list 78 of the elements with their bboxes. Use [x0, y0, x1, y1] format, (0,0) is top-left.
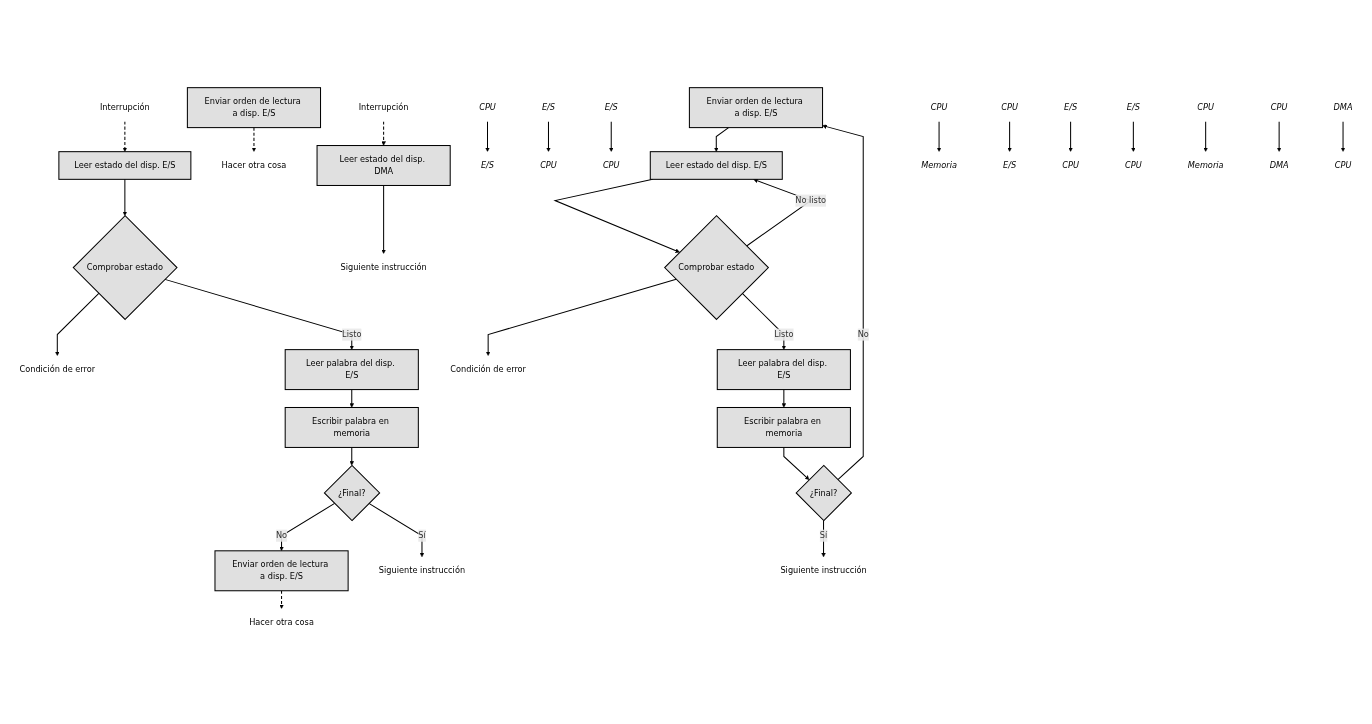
node-text: CPU	[540, 160, 557, 171]
node-box: Leer estado del disp. E/S	[649, 151, 783, 180]
arrow	[368, 502, 425, 558]
node-text: Hacer otra cosa	[249, 617, 314, 628]
node-diamond: ¿Final?	[795, 464, 853, 522]
node-text: Interrupción	[358, 102, 409, 113]
node-box: Leer estado del disp. E/S	[58, 151, 192, 180]
node-text: Memoria	[921, 160, 957, 171]
node-text: Interrupción	[99, 102, 150, 113]
node-text: CPU	[1062, 160, 1079, 171]
arrow	[781, 389, 787, 408]
arrow	[714, 127, 730, 152]
node-box: Enviar orden de lectura a disp. E/S	[186, 87, 322, 129]
node-text: CPU	[1197, 102, 1214, 113]
node-text: CPU	[1270, 102, 1288, 113]
node-text: DMA	[1333, 102, 1353, 113]
node-text: CPU	[930, 102, 948, 113]
node-text: E/S	[1003, 160, 1017, 171]
node-text: CPU	[1001, 102, 1018, 113]
edge-label: No	[857, 329, 869, 340]
edge-label: Listo	[342, 329, 362, 340]
arrow	[822, 124, 864, 481]
arrow	[1203, 120, 1208, 152]
arrow	[741, 292, 787, 350]
arrow	[381, 120, 386, 146]
arrow	[55, 292, 100, 356]
arrow	[1276, 120, 1282, 152]
edge-label: Listo	[774, 329, 794, 340]
node-box: Escribir palabra en memoria	[716, 407, 851, 448]
node-text: Siguiente instrucción	[780, 565, 867, 576]
node-text: E/S	[604, 102, 618, 113]
node-text: Hacer otra cosa	[221, 160, 287, 171]
node-text: E/S	[541, 102, 556, 113]
edge-label: No	[275, 530, 288, 541]
arrow	[485, 278, 677, 356]
arrow	[279, 590, 284, 609]
arrow	[381, 184, 386, 254]
arrow	[1340, 120, 1346, 152]
arrow	[349, 389, 354, 408]
node-text: Siguiente instrucción	[340, 262, 427, 273]
node-text: Condición de error	[19, 364, 96, 375]
node-text: E/S	[1064, 102, 1078, 113]
node-text: CPU	[1125, 160, 1142, 171]
node-text: Memoria	[1187, 160, 1224, 171]
arrow	[122, 178, 128, 216]
edge-label: Sí	[819, 530, 828, 541]
arrow	[164, 278, 354, 350]
node-text: E/S	[480, 160, 495, 171]
node-box: Leer estado del disp. DMA	[316, 145, 451, 186]
arrow	[485, 120, 490, 152]
arrow	[1131, 120, 1136, 152]
node-text: Siguiente instrucción	[378, 565, 466, 576]
node-text: CPU	[602, 160, 620, 171]
edge-label: No listo	[795, 195, 827, 206]
node-text: CPU	[1334, 160, 1352, 171]
node-text: E/S	[1126, 102, 1140, 113]
arrow	[1007, 120, 1012, 152]
node-box: Leer palabra del disp. E/S	[284, 349, 419, 391]
arrow	[553, 178, 680, 253]
arrow	[122, 120, 128, 152]
arrow	[349, 446, 354, 466]
edge-label: Sí	[418, 530, 426, 541]
arrow	[1068, 120, 1073, 152]
node-box: Escribir palabra en memoria	[284, 407, 419, 448]
node-text: Condición de error	[450, 364, 526, 375]
node-diamond: Comprobar estado	[663, 214, 770, 321]
node-diamond: Comprobar estado	[72, 214, 178, 321]
node-box: Leer palabra del disp. E/S	[716, 349, 851, 391]
arrow	[936, 120, 942, 152]
node-box: Enviar orden de lectura a disp. E/S	[214, 550, 349, 592]
arrow	[783, 446, 810, 480]
node-box: Enviar orden de lectura a disp. E/S	[688, 87, 824, 129]
node-text: CPU	[479, 102, 496, 113]
arrow	[609, 120, 614, 152]
arrow	[251, 127, 257, 152]
arrow	[546, 120, 551, 152]
node-diamond: ¿Final?	[323, 464, 381, 522]
node-text: DMA	[1269, 160, 1289, 171]
